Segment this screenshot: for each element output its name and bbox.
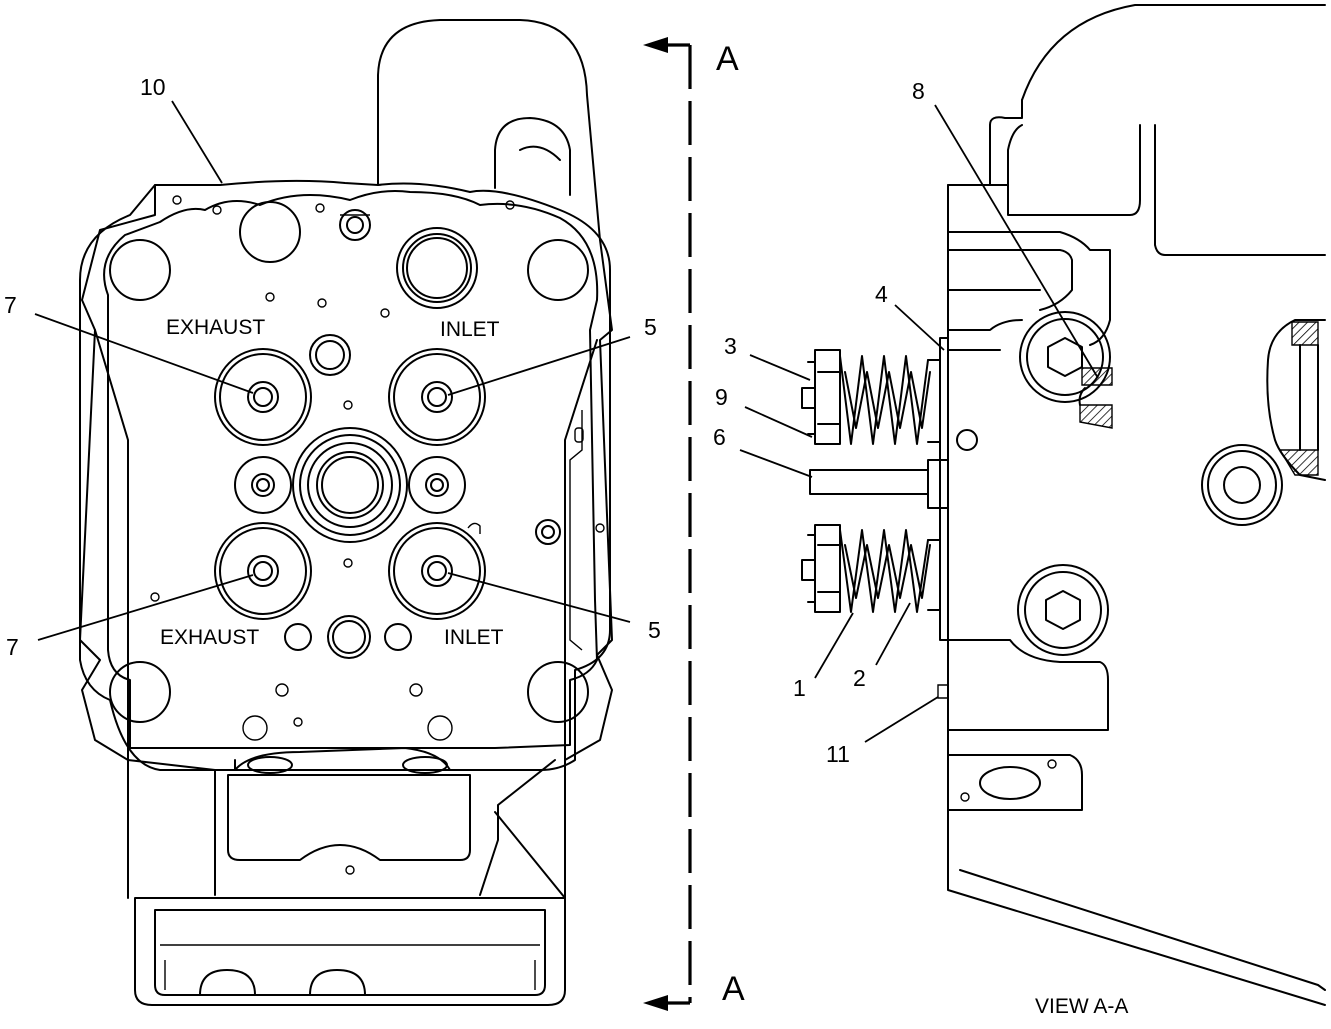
small-bolt-holes: [150, 195, 605, 875]
lower-valve-spring: [801, 524, 941, 613]
callout-5-bottom: 5: [648, 617, 661, 643]
section-line-a-a: [643, 37, 692, 1011]
callout-5-top: 5: [644, 314, 657, 340]
valve-stem: [809, 459, 949, 509]
exhaust-valve-bottom: [214, 522, 312, 620]
exhaust-valve-top: [214, 348, 312, 446]
callout-3: 3: [724, 333, 737, 359]
callout-11: 11: [826, 741, 850, 767]
callout-10: 10: [140, 74, 166, 100]
callout-4: 4: [875, 281, 888, 307]
cylinder-head-top-view: [79, 19, 613, 1006]
section-mark-top: A: [716, 40, 739, 78]
inlet-valve-top: [388, 348, 486, 446]
callout-7-top: 7: [4, 292, 17, 318]
callout-6: 6: [713, 424, 726, 450]
label-inlet-top: INLET: [440, 318, 500, 341]
callout-7-bottom: 7: [6, 634, 19, 660]
callout-2: 2: [853, 665, 866, 691]
upper-valve-spring: [801, 349, 941, 445]
label-exhaust-bottom: EXHAUST: [160, 626, 259, 649]
callout-9: 9: [715, 384, 728, 410]
callout-1: 1: [793, 675, 806, 701]
label-inlet-bottom: INLET: [444, 626, 504, 649]
callout-8: 8: [912, 78, 925, 104]
leader-lines: [34, 100, 1099, 743]
injector-bore: [292, 427, 408, 543]
view-caption: VIEW A-A: [1035, 995, 1128, 1018]
inlet-valve-bottom: [388, 522, 486, 620]
section-mark-bottom: A: [722, 970, 745, 1008]
label-exhaust-top: EXHAUST: [166, 316, 265, 339]
view-a-a-section: [801, 4, 1326, 1006]
